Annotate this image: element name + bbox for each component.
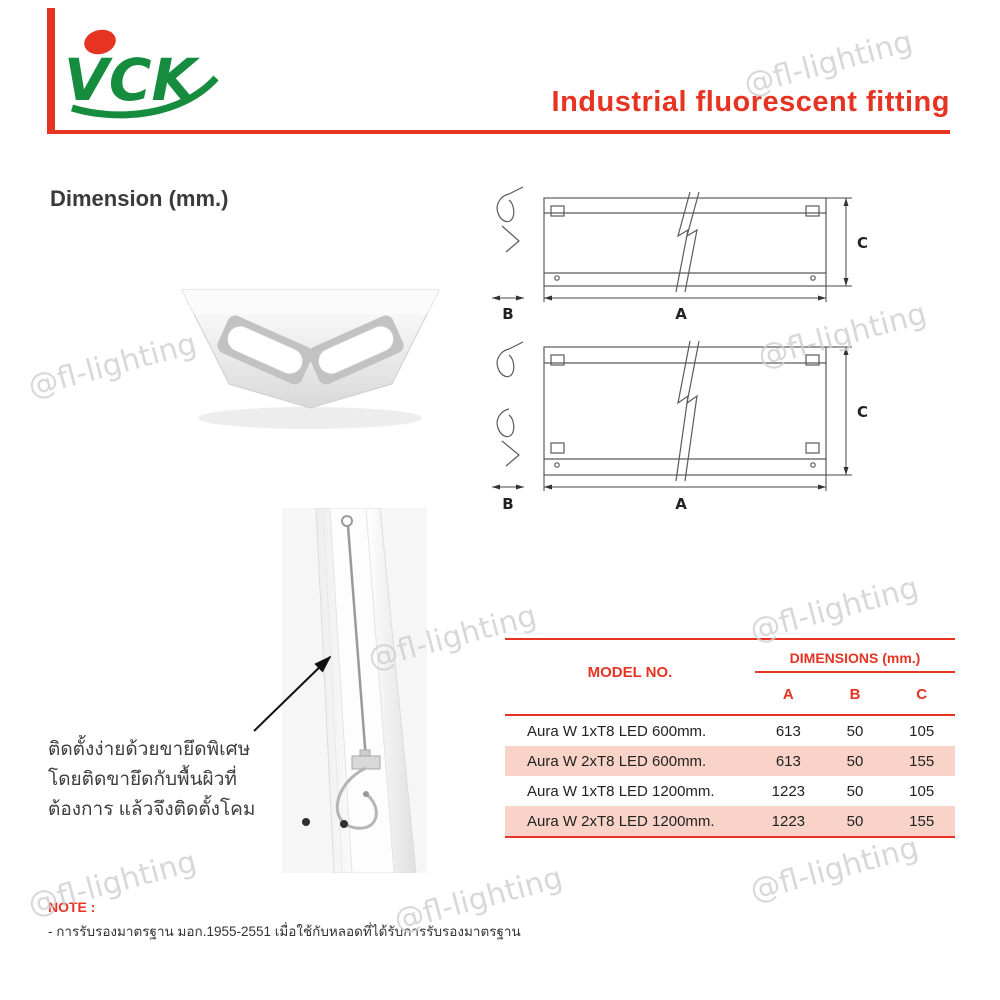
dim-label-a: A [675,495,687,513]
table-row: Aura W 2xT8 LED 1200mm. 1223 50 155 [505,806,955,836]
install-caption: ติดตั้งง่ายด้วยขายึดพิเศษ โดยติดขายึดกับ… [48,735,288,825]
table-bottom-rule [505,836,955,838]
install-photo [282,507,427,874]
drawing-2xT8: C A B [478,333,878,521]
note-label: NOTE : [48,899,96,915]
table-dimensions-header: DIMENSIONS (mm.) [789,650,921,666]
value-b: 50 [846,722,864,740]
header-rule [47,130,950,134]
col-a-header: A [782,686,794,703]
drawing-1xT8-graphic: C A B [492,186,868,323]
table-row: Aura W 1xT8 LED 1200mm. 1223 50 105 [505,776,955,806]
drawing-1xT8: C A B [478,180,878,328]
model-cell: Aura W 1xT8 LED 1200mm. [527,782,715,800]
dim-label-c: C [857,234,868,252]
value-a: 613 [775,722,801,740]
value-a: 613 [775,752,801,770]
install-photo-graphic [282,507,427,874]
model-cell: Aura W 1xT8 LED 600mm. [527,722,707,740]
dim-label-a: A [675,305,687,323]
dimension-heading: Dimension (mm.) [50,186,229,211]
dim-label-b: B [502,495,513,513]
model-cell: Aura W 2xT8 LED 1200mm. [527,812,715,830]
vck-logo: VCK [60,18,225,126]
table-subcolumns: A B C [755,686,955,703]
install-arrow [248,645,343,737]
watermark: @fl-lighting [746,830,923,909]
value-a: 1223 [771,812,806,830]
cross-section-graphic [181,289,440,429]
value-c: 155 [909,812,935,830]
page-title: Industrial fluorescent fitting [551,86,950,118]
vck-logo-graphic: VCK [64,29,219,119]
table-top-rule [505,638,955,640]
install-arrow-graphic [253,655,332,732]
install-caption-line3: ต้องการ แล้วจึงติดตั้งโคม [48,799,256,820]
col-c-header: C [916,686,928,703]
value-b: 50 [846,782,864,800]
value-c: 155 [909,752,935,770]
dim-label-c: C [857,403,868,421]
drawing-2xT8-graphic: C A B [492,340,868,513]
spec-table: MODEL NO. DIMENSIONS (mm.) A B C Aura W … [505,638,955,838]
table-row: Aura W 2xT8 LED 600mm. 613 50 155 [505,746,955,776]
value-a: 1223 [771,782,806,800]
table-model-header: MODEL NO. [587,664,673,681]
dimensions-underline [755,671,955,673]
watermark: @fl-lighting [746,570,923,649]
table-header: MODEL NO. DIMENSIONS (mm.) A B C [505,640,955,714]
value-b: 50 [846,752,864,770]
table-header-rule [505,714,955,716]
install-caption-line2: โดยติดขายึดกับพื้นผิวที่ [48,769,237,790]
dim-label-b: B [502,305,513,323]
header-accent-bar [47,8,55,132]
install-caption-line1: ติดตั้งง่ายด้วยขายึดพิเศษ [48,739,251,760]
note-text: - การรับรองมาตรฐาน มอก.1955-2551 เมื่อใช… [48,924,521,939]
product-photo-cross-section [168,222,453,437]
value-b: 50 [846,812,864,830]
table-row: Aura W 1xT8 LED 600mm. 613 50 105 [505,716,955,746]
value-c: 105 [909,782,935,800]
model-cell: Aura W 2xT8 LED 600mm. [527,752,707,770]
col-b-header: B [849,686,861,703]
value-c: 105 [909,722,935,740]
